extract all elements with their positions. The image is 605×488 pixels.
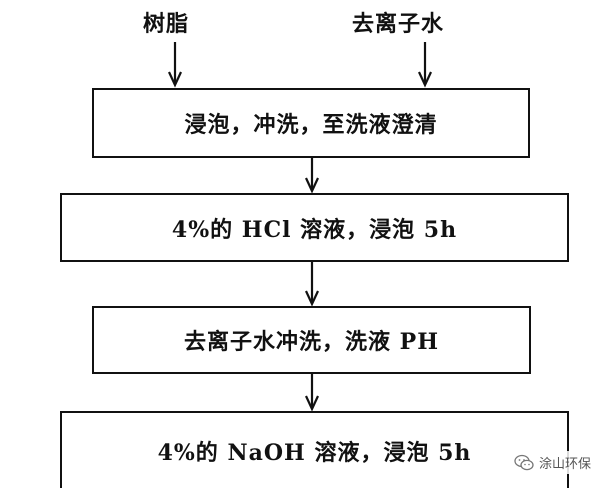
step-box-4: 4%的 NaOH 溶液，浸泡 5h bbox=[60, 411, 569, 488]
arrow-step-3-to-step-4 bbox=[305, 374, 319, 412]
step-box-1: 浸泡，冲洗，至洗液澄清 bbox=[92, 88, 530, 158]
arrow-step-1-to-step-2 bbox=[305, 158, 319, 194]
input-label-deionized-water: 去离子水 bbox=[352, 11, 445, 37]
step-3-text: 去离子水冲洗，洗液 PH bbox=[184, 329, 439, 355]
step-box-2: 4%的 HCl 溶液，浸泡 5h bbox=[60, 193, 569, 262]
arrow-resin-to-step-1 bbox=[168, 42, 182, 88]
step-1-text: 浸泡，冲洗，至洗液澄清 bbox=[184, 112, 438, 138]
step-4-text: 4%的 NaOH 溶液，浸泡 5h bbox=[157, 439, 472, 466]
step-box-3: 去离子水冲洗，洗液 PH bbox=[92, 306, 531, 374]
arrow-water-to-step-1 bbox=[418, 42, 432, 88]
arrow-step-2-to-step-3 bbox=[305, 262, 319, 307]
input-label-resin: 树脂 bbox=[143, 11, 190, 37]
wechat-icon bbox=[514, 454, 534, 470]
watermark-text: 涂山环保 bbox=[538, 457, 591, 472]
watermark: 涂山环保 bbox=[509, 451, 595, 474]
step-2-text: 4%的 HCl 溶液，浸泡 5h bbox=[171, 216, 458, 243]
